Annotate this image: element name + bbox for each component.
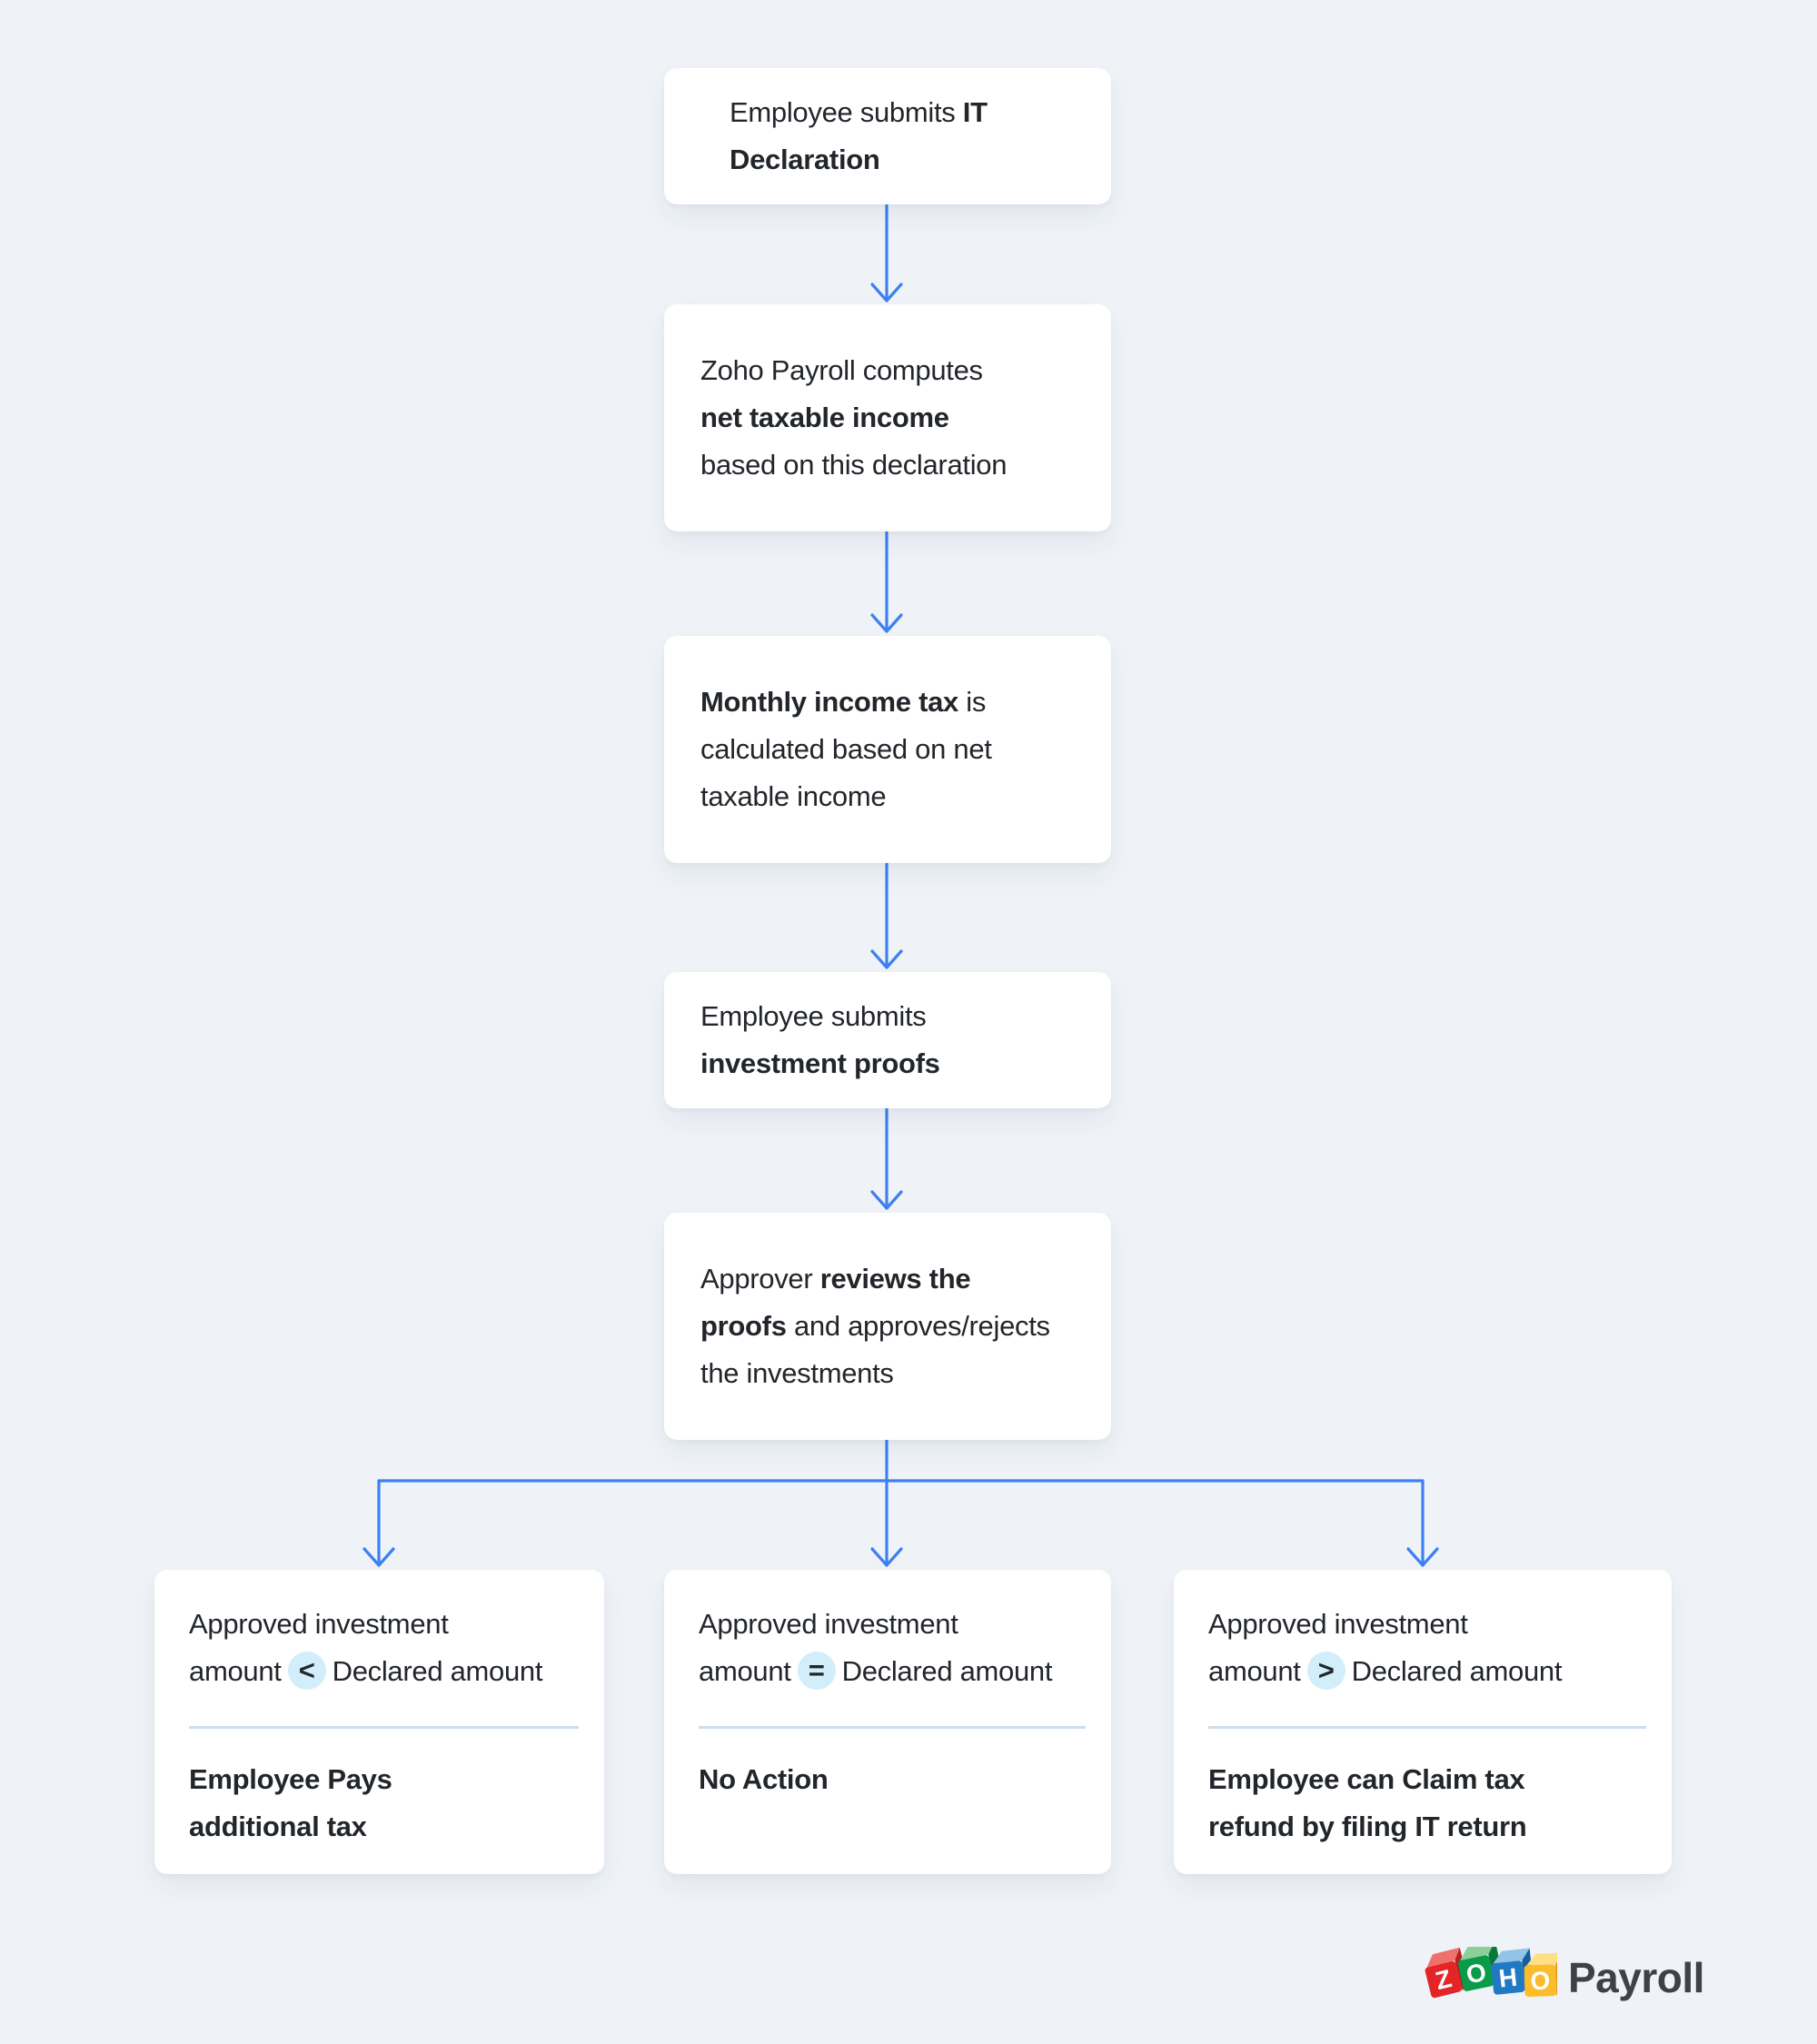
arrow-branch-right [1406,1479,1439,1567]
logo-letter: H [1497,1963,1518,1993]
arrow-compute-to-monthly-tax [870,531,903,633]
arrow-monthly-tax-to-proofs [870,862,903,969]
logo-product-name: Payroll [1568,1954,1704,2001]
divider [1208,1726,1646,1729]
divider [699,1726,1086,1729]
logo-letter: O [1530,1966,1551,1995]
arrow-branch-left [362,1479,395,1567]
arrow-branch-center [870,1479,903,1567]
divider [189,1726,579,1729]
zoho-payroll-logo: Z O H O Payroll [1419,1940,1704,2015]
arrow-declaration-to-compute [870,203,903,303]
zoho-blocks-icon: Z O H O [1425,1947,1557,1999]
branch-result: No Action [699,1763,829,1795]
zoho-block-o2: O [1524,1952,1557,1998]
zoho-block-z: Z [1425,1947,1468,1999]
arrow-proofs-to-review [870,1107,903,1210]
